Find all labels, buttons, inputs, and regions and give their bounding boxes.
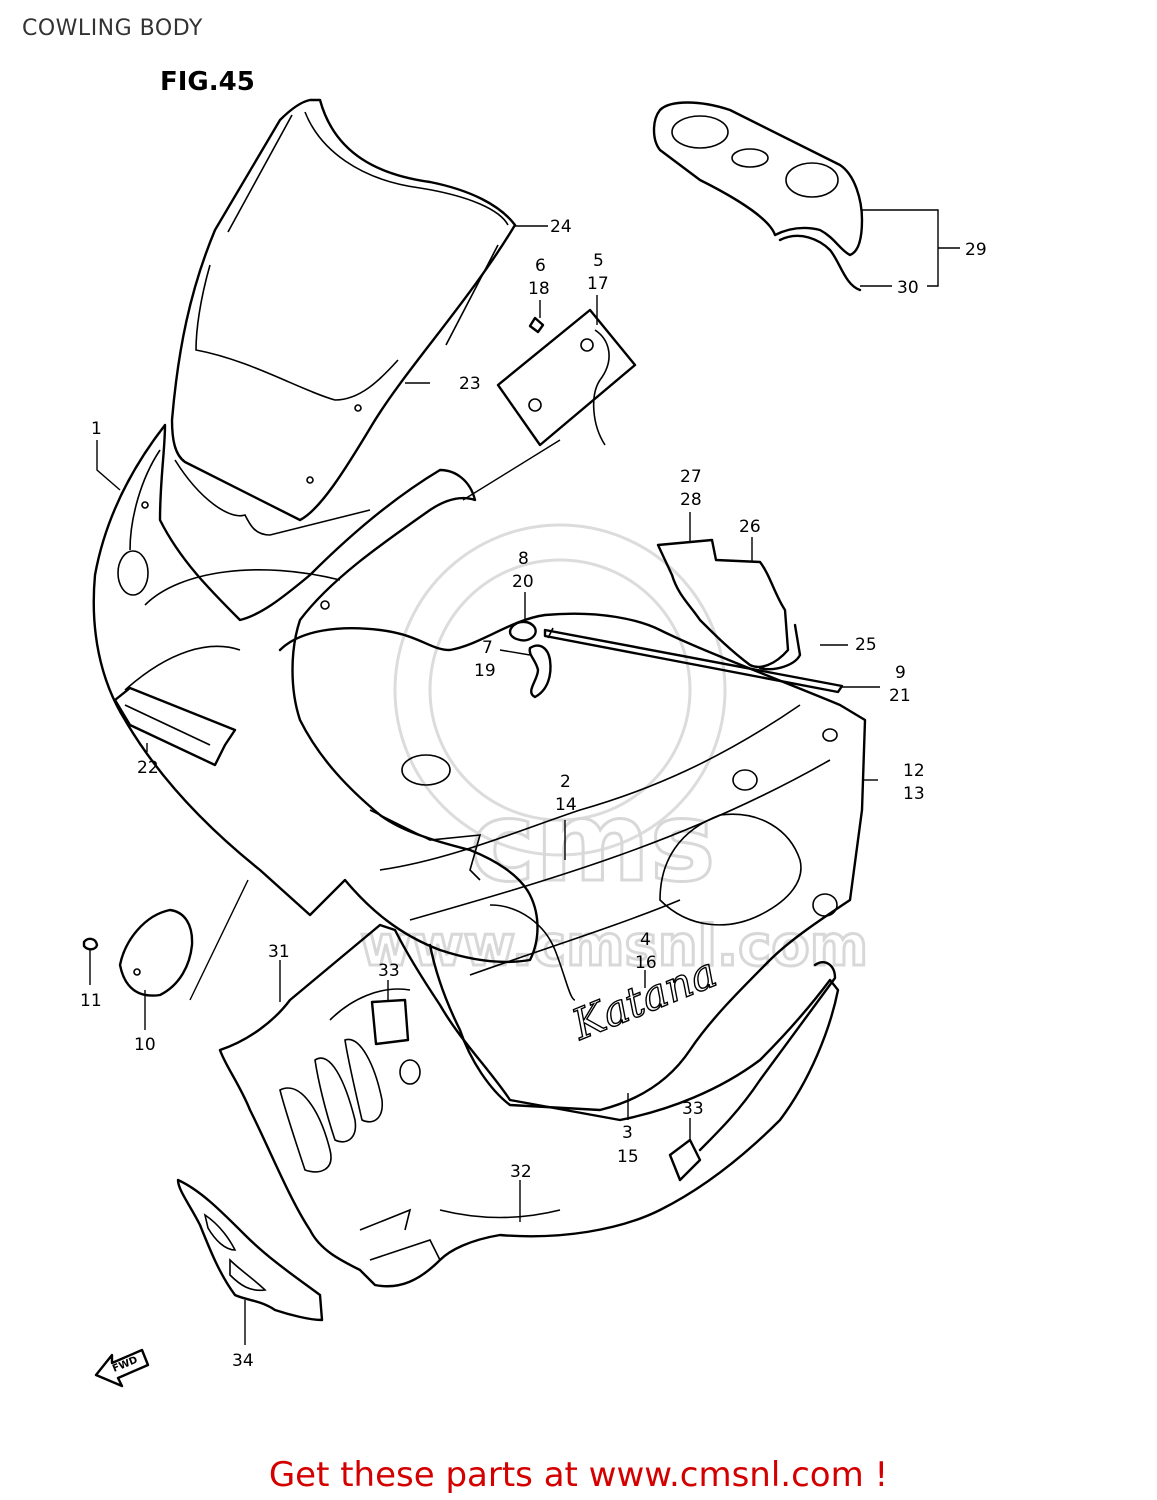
lower-cowl [218, 923, 840, 1288]
callout-24: 24 [550, 217, 572, 237]
windscreen [170, 98, 517, 522]
callout-32: 32 [510, 1162, 532, 1182]
page-title: COWLING BODY [22, 16, 203, 41]
callout-6: 6 [535, 256, 546, 276]
lower-bracket [176, 1178, 324, 1322]
inner-cover [656, 538, 802, 671]
watermark: cms www.cmsnl.com [359, 523, 870, 981]
watermark-logo: cms [470, 778, 715, 906]
callout-23: 23 [459, 374, 481, 394]
callout-20: 20 [512, 572, 534, 592]
footer-banner[interactable]: Get these parts at www.cmsnl.com ! [268, 1455, 889, 1495]
bracket [496, 308, 637, 447]
callout-4: 4 [640, 930, 651, 950]
callout-34: 34 [232, 1351, 254, 1371]
grommet [528, 644, 552, 699]
callout-5: 5 [593, 251, 604, 271]
right-strip [698, 961, 837, 1152]
leader-lines [89, 209, 960, 1345]
callout-12: 12 [903, 761, 925, 781]
trim-strip [543, 627, 844, 694]
callout-14: 14 [555, 795, 577, 815]
callout-21: 21 [889, 686, 911, 706]
callout-16: 16 [635, 953, 657, 973]
callout-30: 30 [897, 278, 919, 298]
side-panel [278, 612, 867, 1112]
cap [118, 908, 194, 997]
meter-panel [652, 101, 864, 292]
callout-8: 8 [518, 549, 529, 569]
callout-13: 13 [903, 784, 925, 804]
screw [82, 937, 99, 951]
callout-22: 22 [137, 758, 159, 778]
callout-10: 10 [134, 1035, 156, 1055]
callout-25: 25 [855, 635, 877, 655]
side-vent [113, 686, 237, 767]
callout-2: 2 [560, 772, 571, 792]
parts-diagram: cms www.cmsnl.com FIG.45 [80, 67, 987, 1388]
pad-lower [668, 1138, 702, 1182]
callout-33a: 33 [378, 961, 400, 981]
figure-label: FIG.45 [160, 67, 255, 97]
callout-29: 29 [965, 240, 987, 260]
callout-17: 17 [587, 274, 609, 294]
callout-18: 18 [528, 279, 550, 299]
callout-19: 19 [474, 661, 496, 681]
callout-27: 27 [680, 467, 702, 487]
fwd-arrow: FWD [94, 1348, 150, 1388]
callout-3: 3 [622, 1123, 633, 1143]
callout-15: 15 [617, 1147, 639, 1167]
callout-1: 1 [91, 419, 102, 439]
callout-28: 28 [680, 490, 702, 510]
callout-33b: 33 [682, 1099, 704, 1119]
callout-labels: 1 2 14 3 15 4 16 5 17 6 18 7 19 8 20 9 2… [80, 217, 987, 1371]
clip [508, 620, 537, 642]
callout-31: 31 [268, 942, 290, 962]
pad-upper [370, 998, 410, 1046]
callout-11: 11 [80, 991, 102, 1011]
callout-9: 9 [895, 663, 906, 683]
callout-7: 7 [482, 638, 493, 658]
callout-26: 26 [739, 517, 761, 537]
